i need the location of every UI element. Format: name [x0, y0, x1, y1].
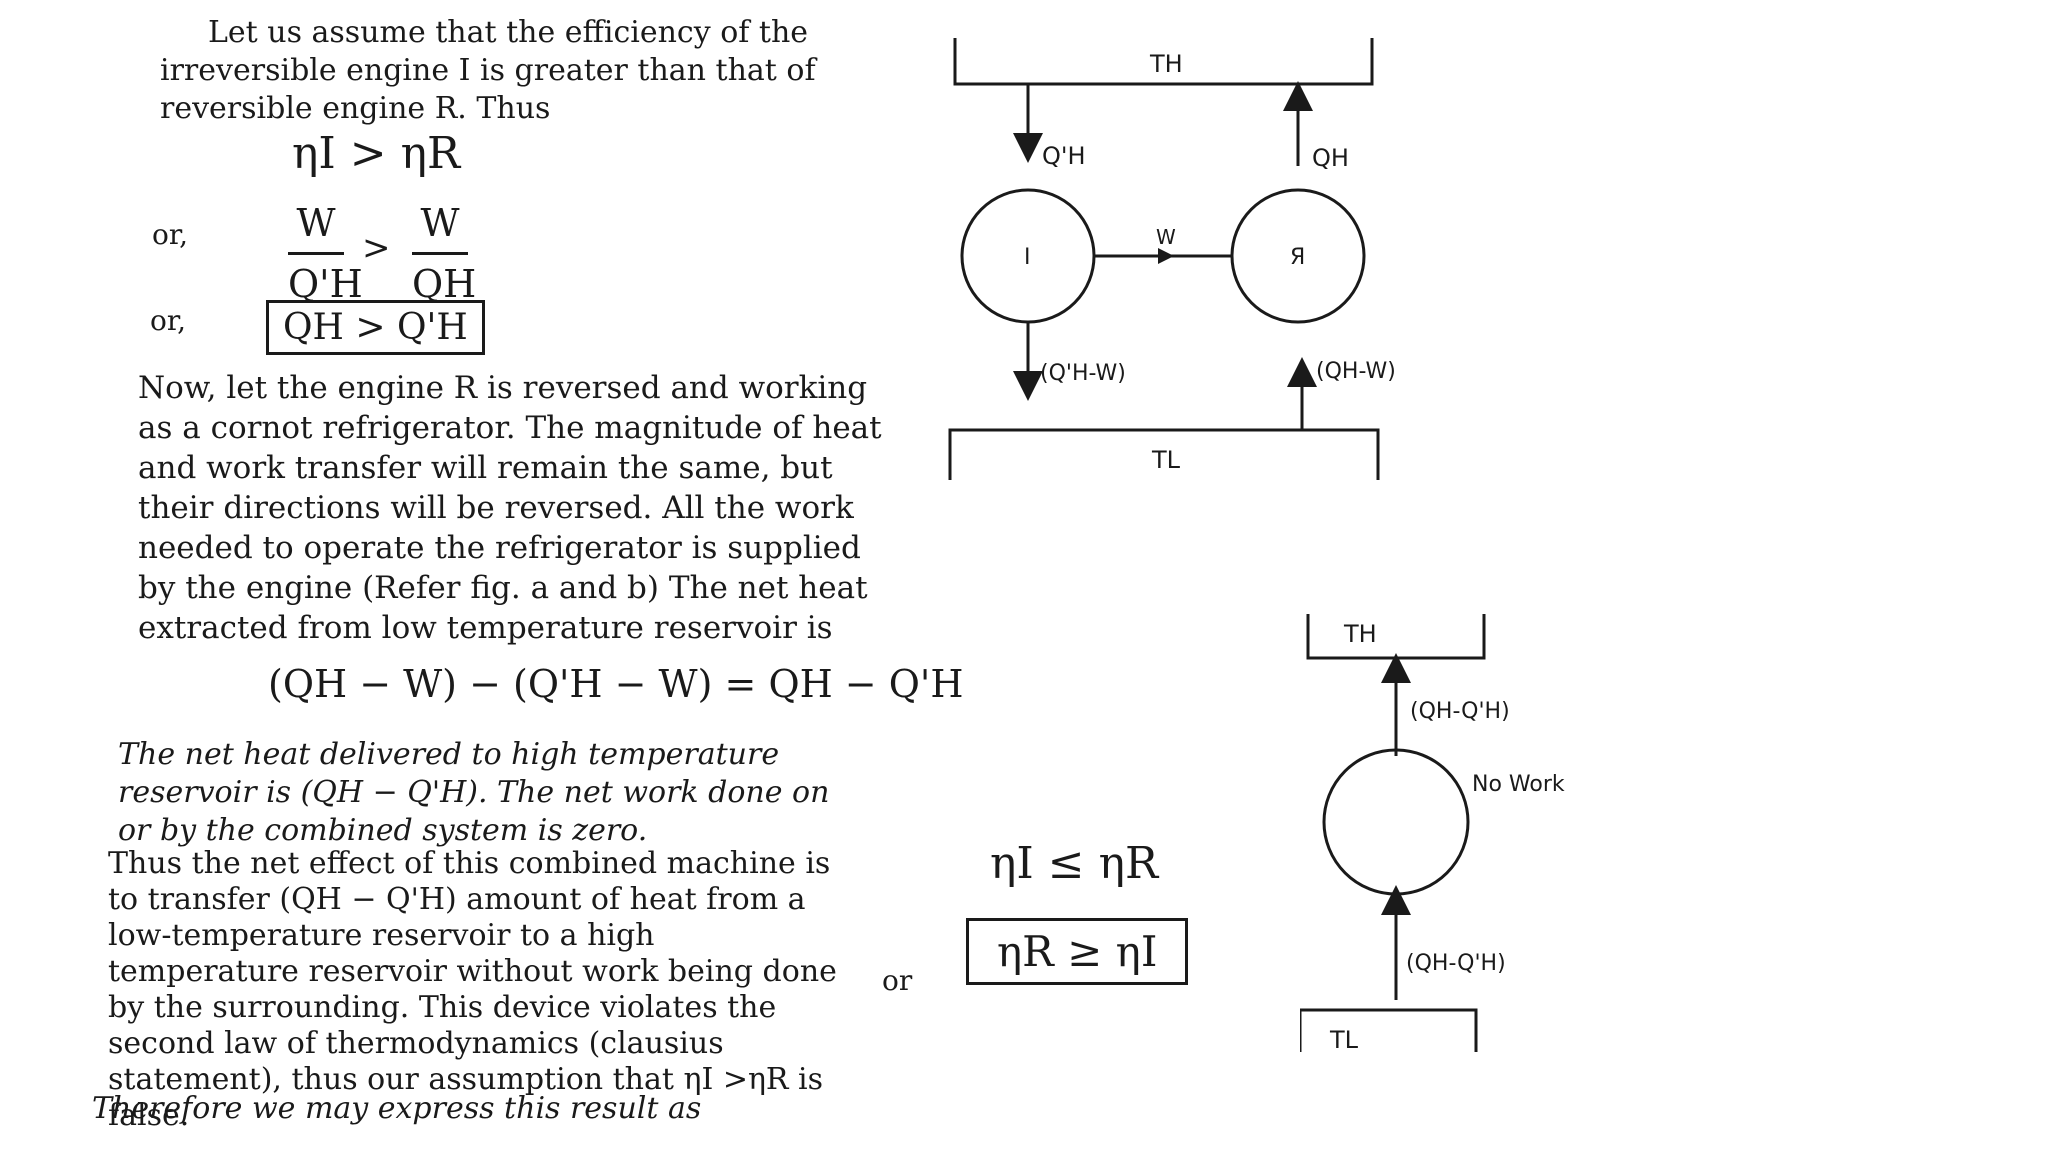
combined-machine-paragraph: Thus the net effect of this combined mac… [108, 846, 837, 1133]
result-eta-i-le-eta-r: ηI ≤ ηR [990, 838, 1159, 889]
fig-b-upper-label: (QH-Q'H) [1410, 699, 1510, 724]
fraction-w-over-qh: W QH [412, 198, 476, 309]
fig-b-high-reservoir [1306, 614, 1486, 660]
fraction-left-bar [288, 252, 344, 255]
fig-b-th-label: TH [1343, 620, 1377, 648]
intro-paragraph: Let us assume that the efficiency of the… [160, 15, 816, 126]
inequality-eta-i-gt-eta-r: ηI > ηR [292, 128, 461, 179]
net-heat-equation: (QH − W) − (Q'H − W) = QH − Q'H [268, 662, 964, 706]
therefore-line: Therefore we may express this result as [92, 1091, 702, 1126]
fig-a-engine-i-label: I [1024, 245, 1031, 270]
fraction-left-denominator: Q'H [288, 262, 363, 306]
fraction-left-numerator: W [296, 201, 336, 245]
fig-a-work-label: W [1156, 225, 1176, 249]
fig-a-qh-label: QH [1312, 144, 1349, 172]
fig-a-tl-label: TL [1151, 446, 1181, 474]
fig-a-engine-r-label: Я [1290, 245, 1305, 270]
boxed-result-eta-r-ge-eta-i: ηR ≥ ηI [966, 918, 1189, 985]
fig-a-qh-prime-label: Q'H [1042, 142, 1086, 170]
fig-b-lower-label: (QH-Q'H) [1406, 951, 1506, 976]
fraction-right-bar [412, 252, 468, 255]
figure-b-diagram: TH (QH-Q'H) (QH-Q'H) TL [1300, 614, 1510, 1054]
or-label-3: or [882, 964, 913, 997]
fig-a-left-low-label: (Q'H-W) [1040, 361, 1126, 386]
fig-a-th-label: TH [1149, 50, 1183, 78]
fraction-right-numerator: W [420, 201, 460, 245]
fig-b-device-circle [1322, 748, 1470, 896]
or-label-1: or, [152, 218, 189, 251]
fraction-w-over-qh-prime: W Q'H [288, 198, 363, 309]
fig-a-low-reservoir [948, 428, 1380, 480]
fig-b-no-work-label: No Work [1472, 772, 1565, 797]
fig-b-tl-label: TL [1329, 1026, 1359, 1054]
reversed-engine-paragraph: Now, let the engine R is reversed and wo… [138, 370, 882, 646]
figure-a-diagram: TH Q'H QH I Я W (Q'H-W) (QH-W) TL [948, 38, 1396, 480]
net-heat-delivered-paragraph: The net heat delivered to high temperatu… [118, 737, 830, 848]
fraction-gt-sign: > [362, 228, 391, 268]
fig-a-work-arrowhead [1158, 248, 1174, 264]
fig-a-right-low-label: (QH-W) [1316, 359, 1396, 384]
fig-b-low-reservoir [1300, 1008, 1478, 1052]
fraction-right-denominator: QH [412, 262, 477, 306]
or-label-2: or, [150, 304, 187, 337]
boxed-inequality-qh-gt-qh-prime: QH > Q'H [266, 300, 485, 355]
fig-a-high-reservoir [953, 38, 1374, 86]
